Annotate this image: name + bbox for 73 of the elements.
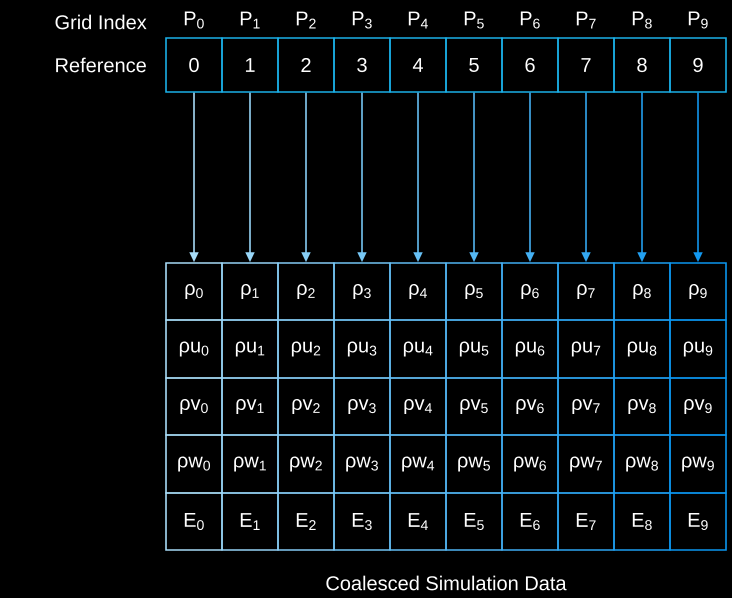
index-label: P$_{8}$ (632, 12, 652, 28)
table-cell: ρ$_{5}$ (445, 262, 503, 321)
table-cell: E$_{3}$ (333, 492, 391, 551)
table-cell: ρw$_{8}$ (613, 434, 671, 494)
table-cell: 4 (389, 37, 447, 93)
table-cell: ρw$_{7}$ (557, 434, 615, 494)
table-cell: 9 (669, 37, 727, 93)
table-cell: E$_{2}$ (277, 492, 335, 551)
table-cell: ρv$_{7}$ (557, 377, 615, 436)
table-cell: ρv$_{1}$ (221, 377, 279, 436)
table-cell: 5 (445, 37, 503, 93)
index-label: P$_{4}$ (408, 12, 428, 28)
row-label: Grid Index (56, 14, 147, 30)
table-cell: E$_{1}$ (221, 492, 279, 551)
table-cell: ρw$_{6}$ (501, 434, 559, 494)
table-cell: ρu$_{7}$ (557, 319, 615, 379)
table-cell: ρ$_{7}$ (557, 262, 615, 321)
table-cell: ρu$_{1}$ (221, 319, 279, 379)
table-cell: E$_{8}$ (613, 492, 671, 551)
table-cell: ρv$_{2}$ (277, 377, 335, 436)
table-cell: ρ$_{8}$ (613, 262, 671, 321)
table-cell: ρ$_{2}$ (277, 262, 335, 321)
table-cell: 7 (557, 37, 615, 93)
table-cell: ρ$_{6}$ (501, 262, 559, 321)
table-cell: ρ$_{1}$ (221, 262, 279, 321)
table-cell: ρ$_{3}$ (333, 262, 391, 321)
table-cell: ρ$_{0}$ (165, 262, 223, 321)
index-label: P$_{6}$ (520, 12, 540, 28)
table-cell: ρu$_{0}$ (165, 319, 223, 379)
table-cell: 1 (221, 37, 279, 93)
index-label: P$_{0}$ (184, 12, 204, 28)
table-cell: ρu$_{4}$ (389, 319, 447, 379)
table-cell: ρw$_{1}$ (221, 434, 279, 494)
index-label: P$_{1}$ (240, 12, 260, 28)
table-cell: ρv$_{0}$ (165, 377, 223, 436)
table-cell: ρw$_{0}$ (165, 434, 223, 494)
table-cell: ρv$_{4}$ (389, 377, 447, 436)
table-cell: 6 (501, 37, 559, 93)
table-cell: ρu$_{6}$ (501, 319, 559, 379)
table-cell: ρ$_{9}$ (669, 262, 727, 321)
table-cell: E$_{9}$ (669, 492, 727, 551)
table-cell: ρu$_{9}$ (669, 319, 727, 379)
table-cell: ρv$_{6}$ (501, 377, 559, 436)
table-cell: ρv$_{9}$ (669, 377, 727, 436)
table-cell: ρv$_{8}$ (613, 377, 671, 436)
table-cell: E$_{5}$ (445, 492, 503, 551)
table-cell: ρu$_{5}$ (445, 319, 503, 379)
table-cell: 3 (333, 37, 391, 93)
row-label: Reference (56, 58, 146, 72)
table-cell: ρw$_{3}$ (333, 434, 391, 494)
table-cell: ρu$_{2}$ (277, 319, 335, 379)
index-label: P$_{9}$ (688, 12, 708, 28)
caption: Coalesced Simulation Data (326, 576, 567, 590)
table-cell: 2 (277, 37, 335, 93)
table-cell: ρv$_{5}$ (445, 377, 503, 436)
table-cell: 8 (613, 37, 671, 93)
table-cell: ρw$_{5}$ (445, 434, 503, 494)
index-label: P$_{5}$ (464, 12, 484, 28)
table-cell: ρu$_{8}$ (613, 319, 671, 379)
index-label: P$_{3}$ (352, 12, 372, 28)
table-cell: E$_{0}$ (165, 492, 223, 551)
table-cell: 0 (165, 37, 223, 93)
index-label: P$_{7}$ (576, 12, 596, 28)
table-cell: ρw$_{4}$ (389, 434, 447, 494)
table-cell: ρv$_{3}$ (333, 377, 391, 436)
table-cell: E$_{7}$ (557, 492, 615, 551)
table-cell: ρu$_{3}$ (333, 319, 391, 379)
table-cell: ρ$_{4}$ (389, 262, 447, 321)
table-cell: E$_{6}$ (501, 492, 559, 551)
index-label: P$_{2}$ (296, 12, 316, 28)
table-cell: E$_{4}$ (389, 492, 447, 551)
table-cell: ρw$_{9}$ (669, 434, 727, 494)
table-cell: ρw$_{2}$ (277, 434, 335, 494)
